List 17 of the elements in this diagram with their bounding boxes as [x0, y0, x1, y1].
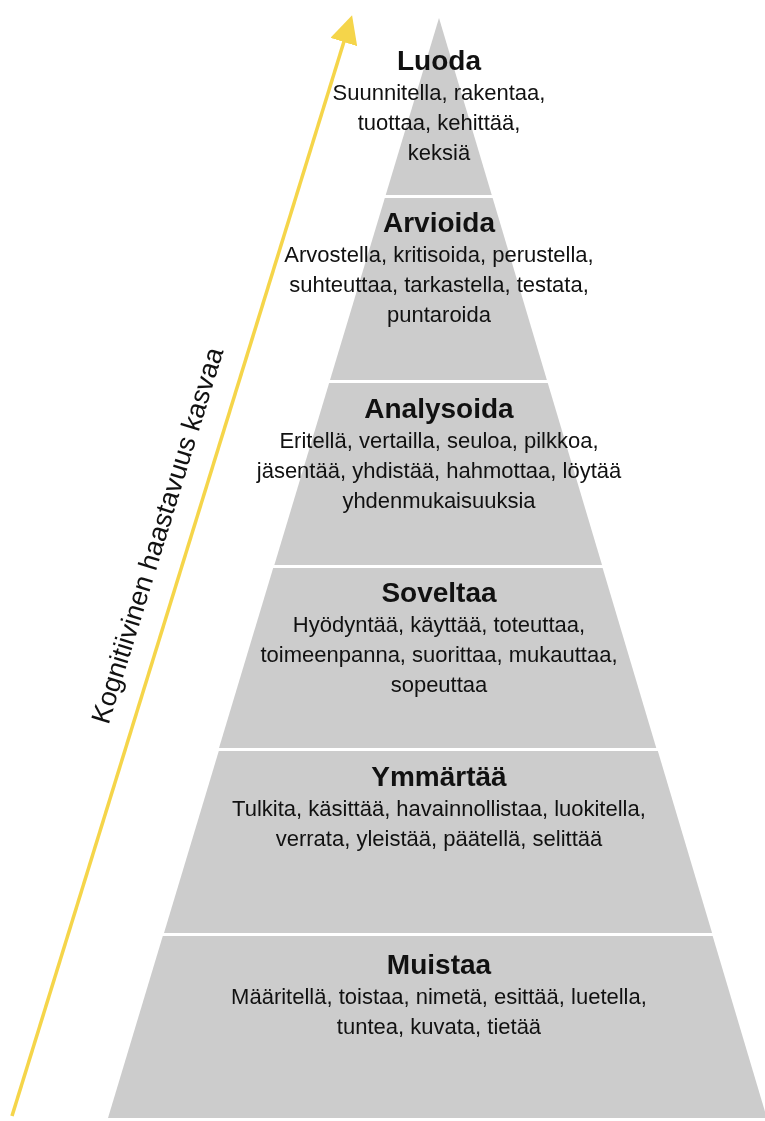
- level-title: Luoda: [396, 44, 483, 78]
- level-description: Määritellä, toistaa, nimetä, esittää, luetella, tuntea, kuvata, tietää: [230, 983, 648, 1041]
- level-description: Tulkita, käsittää, havainnollistaa, luokitella, verrata, yleistää, päätellä, selittää: [231, 795, 647, 853]
- pyramid-level: [163, 751, 712, 933]
- level-title: Muistaa: [385, 948, 493, 982]
- pyramid-level: [254, 383, 624, 565]
- level-description: Arvostella, kritisoida, perustella, suhteuttaa, tarkastella, testata, puntaroida: [284, 241, 594, 329]
- level-description: Suunnitella, rakentaa, tuottaa, kehittää, keksiä: [331, 79, 547, 167]
- level-title: Ymmärtää: [370, 760, 508, 794]
- level-title: Analysoida: [363, 392, 515, 426]
- pyramid-level: [107, 936, 765, 1118]
- pyramid-level: [219, 568, 657, 748]
- level-description: Hyödyntää, käyttää, toteuttaa, toimeenpanna, suorittaa, mukauttaa, sopeuttaa: [259, 611, 619, 699]
- level-description: Eritellä, vertailla, seuloa, pilkkoa, jäsentää, yhdistää, hahmottaa, löytää yhdenmukaisuuksia: [255, 427, 623, 515]
- level-title: Soveltaa: [380, 576, 498, 610]
- pyramid-level: [284, 198, 594, 380]
- level-title: Arvioida: [382, 206, 497, 240]
